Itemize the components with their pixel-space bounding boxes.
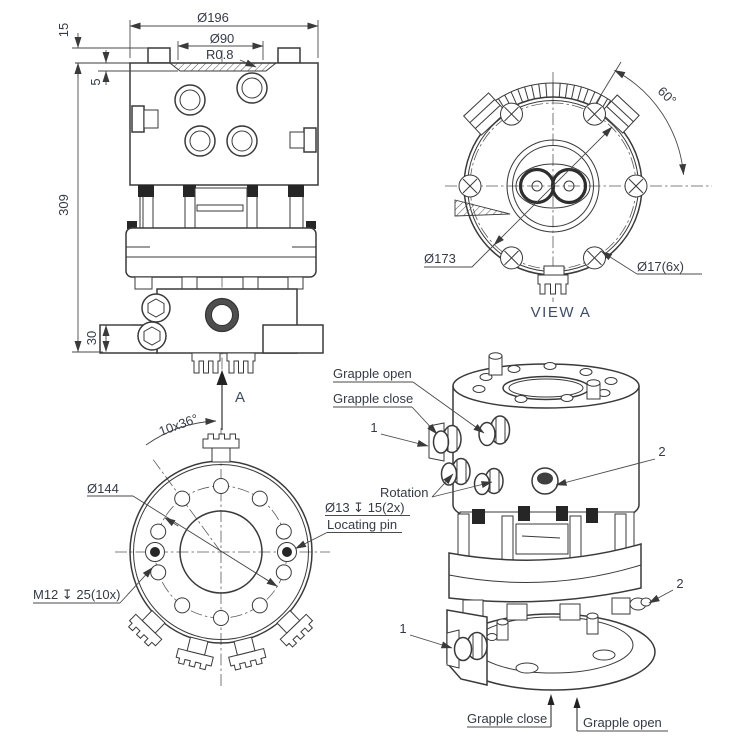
top-tab <box>147 47 171 64</box>
dim-dia17: Ø17(6x) <box>601 251 702 275</box>
iso-locating-pins <box>488 352 601 400</box>
mount-bracket <box>462 92 508 136</box>
front-view: Ø196 Ø90 R0.8 15 5 309 30 <box>56 10 324 430</box>
dim-dia144: Ø144 <box>87 481 278 587</box>
svg-text:Ø13 ↧ 15(2x): Ø13 ↧ 15(2x) <box>325 500 405 515</box>
grapple-open-bottom-label: Grapple open <box>583 715 662 730</box>
dim-309: 309 <box>56 194 71 216</box>
front-dimensions: Ø196 Ø90 R0.8 15 5 309 30 <box>56 10 319 353</box>
dim-5: 5 <box>88 78 103 85</box>
iso-swivel-band <box>448 543 642 603</box>
dim-30: 30 <box>84 331 99 345</box>
svg-text:60°: 60° <box>655 84 680 108</box>
bolt-holes <box>458 102 648 270</box>
iso-lower-housing <box>446 597 656 691</box>
hydraulic-plugs <box>131 72 317 157</box>
dim-dia90: Ø90 <box>210 31 235 46</box>
bottom-foot <box>537 265 569 295</box>
iso-labels: Grapple open Grapple close 1 Rotation 2 … <box>333 366 684 732</box>
dim-15: 15 <box>56 23 71 37</box>
iso-flange-holes <box>472 362 618 403</box>
dim-r08: R0.8 <box>206 47 233 62</box>
center-bore <box>179 510 263 594</box>
iso-rod-section <box>457 506 635 565</box>
dim-m12: M12 ↧ 25(10x) <box>33 567 153 604</box>
callout-2-mid: 2 <box>658 444 665 459</box>
locating-pin-holes <box>145 542 297 562</box>
grapple-close-bottom-label: Grapple close <box>467 711 547 726</box>
section-arrow-label: A <box>235 389 245 406</box>
section-arrow-a: A <box>216 370 245 430</box>
callout-1-top: 1 <box>370 420 377 435</box>
svg-text:Ø144: Ø144 <box>87 481 119 496</box>
svg-text:Ø173: Ø173 <box>424 251 456 266</box>
hex-bolt <box>137 321 167 351</box>
top-tab <box>277 47 301 64</box>
seal-recess-hatch <box>168 62 278 72</box>
swivel-band <box>125 227 317 278</box>
callout-1-low: 1 <box>399 621 406 636</box>
lower-manifold <box>99 288 324 374</box>
iso-view: Grapple open Grapple close 1 Rotation 2 … <box>333 352 684 732</box>
dim-dia196: Ø196 <box>197 10 229 25</box>
locating-slot <box>454 199 511 217</box>
view-a: 60° Ø173 Ø17(6x) VIEW A <box>424 61 712 321</box>
hex-bolt <box>141 293 171 323</box>
dim-dia13-locating-pin: Ø13 ↧ 15(2x) Locating pin <box>295 500 410 549</box>
ribbed-section <box>127 184 316 229</box>
grapple-open-top-label: Grapple open <box>333 366 412 381</box>
svg-text:Ø17(6x): Ø17(6x) <box>637 259 684 274</box>
callout-2-low: 2 <box>676 576 683 591</box>
svg-text:10x36°: 10x36° <box>157 411 200 439</box>
rotation-label: Rotation <box>380 485 428 500</box>
grapple-close-top-label: Grapple close <box>333 391 413 406</box>
dim-dia173: Ø173 <box>424 126 613 268</box>
svg-text:M12 ↧ 25(10x): M12 ↧ 25(10x) <box>33 587 120 602</box>
locating-pin-label: Locating pin <box>327 517 397 532</box>
bottom-view: 10x36° Ø144 M12 ↧ 25(10x) Ø13 ↧ 15(2x) L… <box>33 411 410 688</box>
upper-housing <box>129 62 319 186</box>
view-a-title: VIEW A <box>531 304 592 321</box>
m12-holes <box>150 478 292 626</box>
